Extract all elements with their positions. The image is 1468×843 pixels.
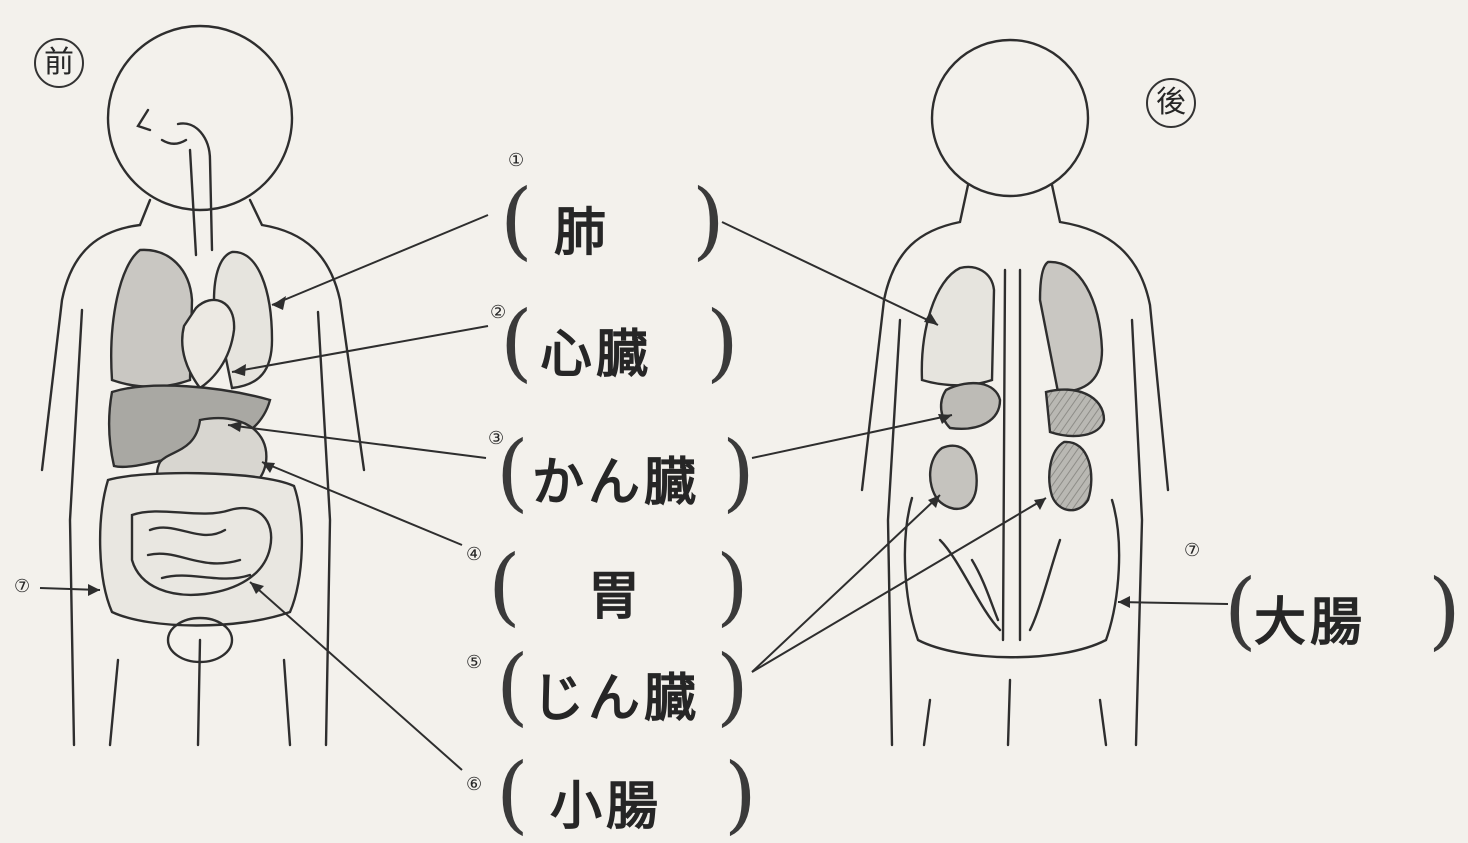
leader-small-intestine — [250, 582, 462, 770]
arrowhead — [1118, 596, 1130, 608]
paren-close-3: ) — [722, 430, 755, 514]
label-stomach: 胃 — [588, 554, 644, 629]
label-number-7-back: ⑦ — [1184, 540, 1200, 561]
label-large-intestine: 大腸 — [1254, 580, 1366, 655]
front-mark: 前 — [34, 38, 84, 88]
leader-lung-front — [272, 215, 488, 305]
arrowhead — [272, 296, 286, 310]
leader-kidney-right — [752, 498, 1046, 672]
back-body-outline — [862, 185, 1168, 490]
paren-close-6: ) — [724, 752, 757, 836]
paren-open-7: ( — [1224, 568, 1257, 652]
back-stomach-hatch — [1046, 390, 1104, 436]
trachea — [178, 123, 212, 255]
label-number-4: ④ — [466, 544, 482, 565]
label-number-7-front: ⑦ — [14, 576, 30, 597]
paren-open-5: ( — [496, 644, 529, 728]
label-heart: 心臓 — [540, 312, 652, 387]
back-head — [932, 40, 1088, 196]
paren-open-2: ( — [500, 300, 533, 384]
paren-open-4: ( — [488, 544, 521, 628]
back-figure — [862, 40, 1168, 745]
paren-close-1: ) — [692, 178, 725, 262]
front-lung-left — [111, 250, 192, 387]
paren-close-4: ) — [716, 544, 749, 628]
label-kidney: じん臓 — [532, 656, 700, 731]
paren-open-1: ( — [500, 178, 533, 262]
front-head — [108, 26, 292, 210]
label-lung: 肺 — [554, 190, 610, 265]
leader-large-intestine-back — [1118, 602, 1228, 604]
back-kidney-right — [1049, 442, 1091, 510]
front-legs — [110, 640, 290, 745]
leader-liver-back — [752, 415, 952, 458]
spine — [1003, 270, 1020, 640]
back-lung-left — [922, 267, 994, 385]
back-legs — [924, 680, 1106, 745]
leader-kidney-left — [752, 495, 940, 672]
arrowhead — [88, 584, 100, 596]
back-lung-right — [1040, 262, 1102, 392]
paren-open-6: ( — [496, 752, 529, 836]
label-small-intestine: 小腸 — [550, 764, 662, 839]
paren-close-7: ) — [1428, 568, 1461, 652]
front-face — [138, 110, 186, 144]
back-intestine-folds — [940, 540, 1060, 630]
back-mark: 後 — [1146, 78, 1196, 128]
label-liver: かん臓 — [532, 440, 700, 515]
front-large-intestine — [100, 473, 302, 625]
paren-close-5: ) — [716, 644, 749, 728]
paren-close-2: ) — [706, 300, 739, 384]
label-number-6: ⑥ — [466, 774, 482, 795]
paren-open-3: ( — [496, 430, 529, 514]
back-arm-inner — [888, 320, 1142, 745]
leader-lung-back — [722, 222, 938, 325]
back-large-intestine — [905, 498, 1119, 657]
label-number-1: ① — [508, 150, 524, 171]
front-figure — [42, 26, 364, 745]
label-number-5: ⑤ — [466, 652, 482, 673]
back-liver — [941, 383, 1000, 429]
